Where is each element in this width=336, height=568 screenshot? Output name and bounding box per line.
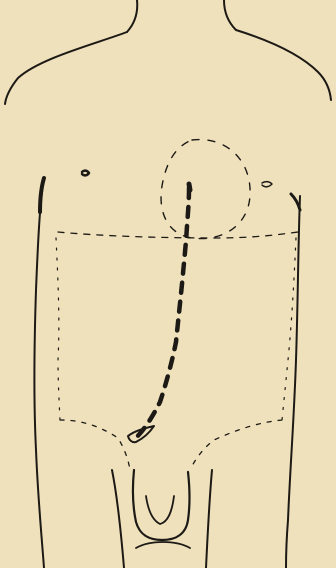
- incision-top-mark: [189, 184, 190, 190]
